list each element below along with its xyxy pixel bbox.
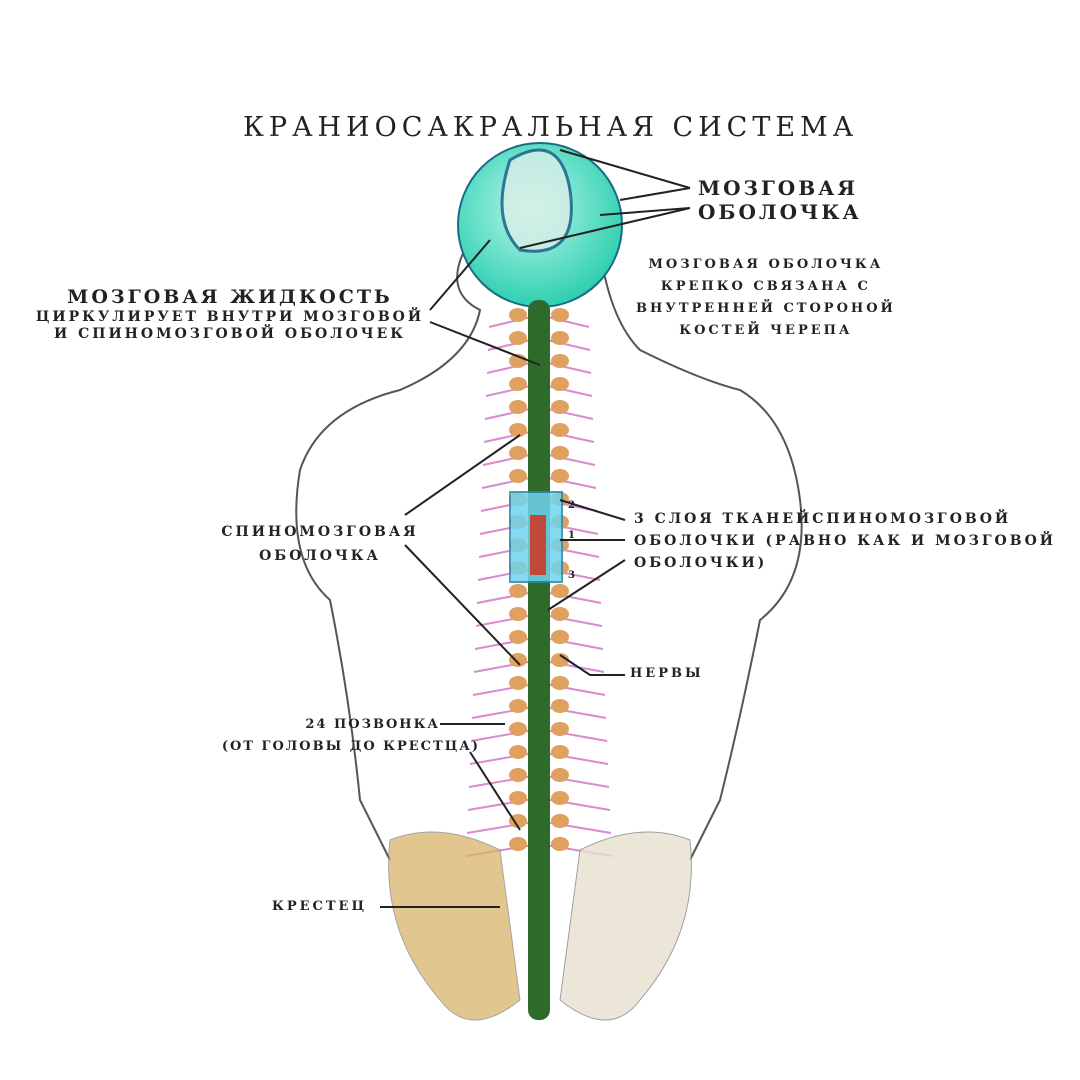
vertebra [509, 791, 527, 805]
vertebra [509, 745, 527, 759]
vertebra [509, 607, 527, 621]
nerve [538, 774, 610, 788]
vertebra [551, 423, 569, 437]
pelvis-right [559, 831, 692, 1021]
layer-number-2: 2 [568, 500, 578, 511]
vertebra [551, 791, 569, 805]
body-outline [295, 239, 803, 861]
vertebra [551, 653, 569, 667]
vertebra [551, 837, 569, 851]
vertebra [551, 722, 569, 736]
spinal-cord [528, 300, 550, 1020]
nerve [538, 728, 608, 742]
vertebra [551, 768, 569, 782]
vertebra [551, 331, 569, 345]
vertebra [509, 469, 527, 483]
vertebra [551, 400, 569, 414]
leader-lines [380, 149, 691, 908]
vertebra [509, 653, 527, 667]
vertebra [551, 699, 569, 713]
layer-number-1: 1 [568, 530, 578, 541]
vertebra [509, 768, 527, 782]
vertebra [509, 308, 527, 322]
vertebra [509, 722, 527, 736]
vertebra [551, 469, 569, 483]
vertebra [509, 331, 527, 345]
vertebra [551, 745, 569, 759]
vertebra [509, 699, 527, 713]
nerve [470, 728, 540, 742]
vertebra [551, 446, 569, 460]
vertebra [509, 584, 527, 598]
label-nerves: НЕРВЫ [630, 666, 704, 681]
vertebra [551, 814, 569, 828]
nerve [469, 751, 540, 765]
label-sacrum: КРЕСТЕЦ [272, 899, 368, 914]
vertebra [551, 354, 569, 368]
vertebra [509, 630, 527, 644]
nerve [538, 751, 609, 765]
vertebra [509, 814, 527, 828]
vertebra [551, 630, 569, 644]
vertebra [551, 584, 569, 598]
vertebra [509, 400, 527, 414]
vertebra [509, 837, 527, 851]
nerve [468, 774, 540, 788]
nerve [538, 820, 612, 834]
nerve [466, 820, 540, 834]
vertebra [509, 377, 527, 391]
layer-number-3: 3 [568, 570, 578, 581]
vertebra [551, 607, 569, 621]
nerve [471, 705, 540, 719]
vertebra [509, 446, 527, 460]
vertebra [509, 423, 527, 437]
vertebra [509, 676, 527, 690]
vertebra [551, 308, 569, 322]
nerve [538, 705, 607, 719]
nerve [538, 797, 611, 811]
page-title: КРАНИОСАКРАЛЬНАЯ СИСТЕМА [243, 112, 859, 143]
vertebra [551, 377, 569, 391]
label-vertebrae: 24 ПОЗВОНКА(ОТ ГОЛОВЫ ДО КРЕСТЦА) [221, 717, 480, 754]
pelvis-left [388, 831, 521, 1021]
vertebra [551, 676, 569, 690]
